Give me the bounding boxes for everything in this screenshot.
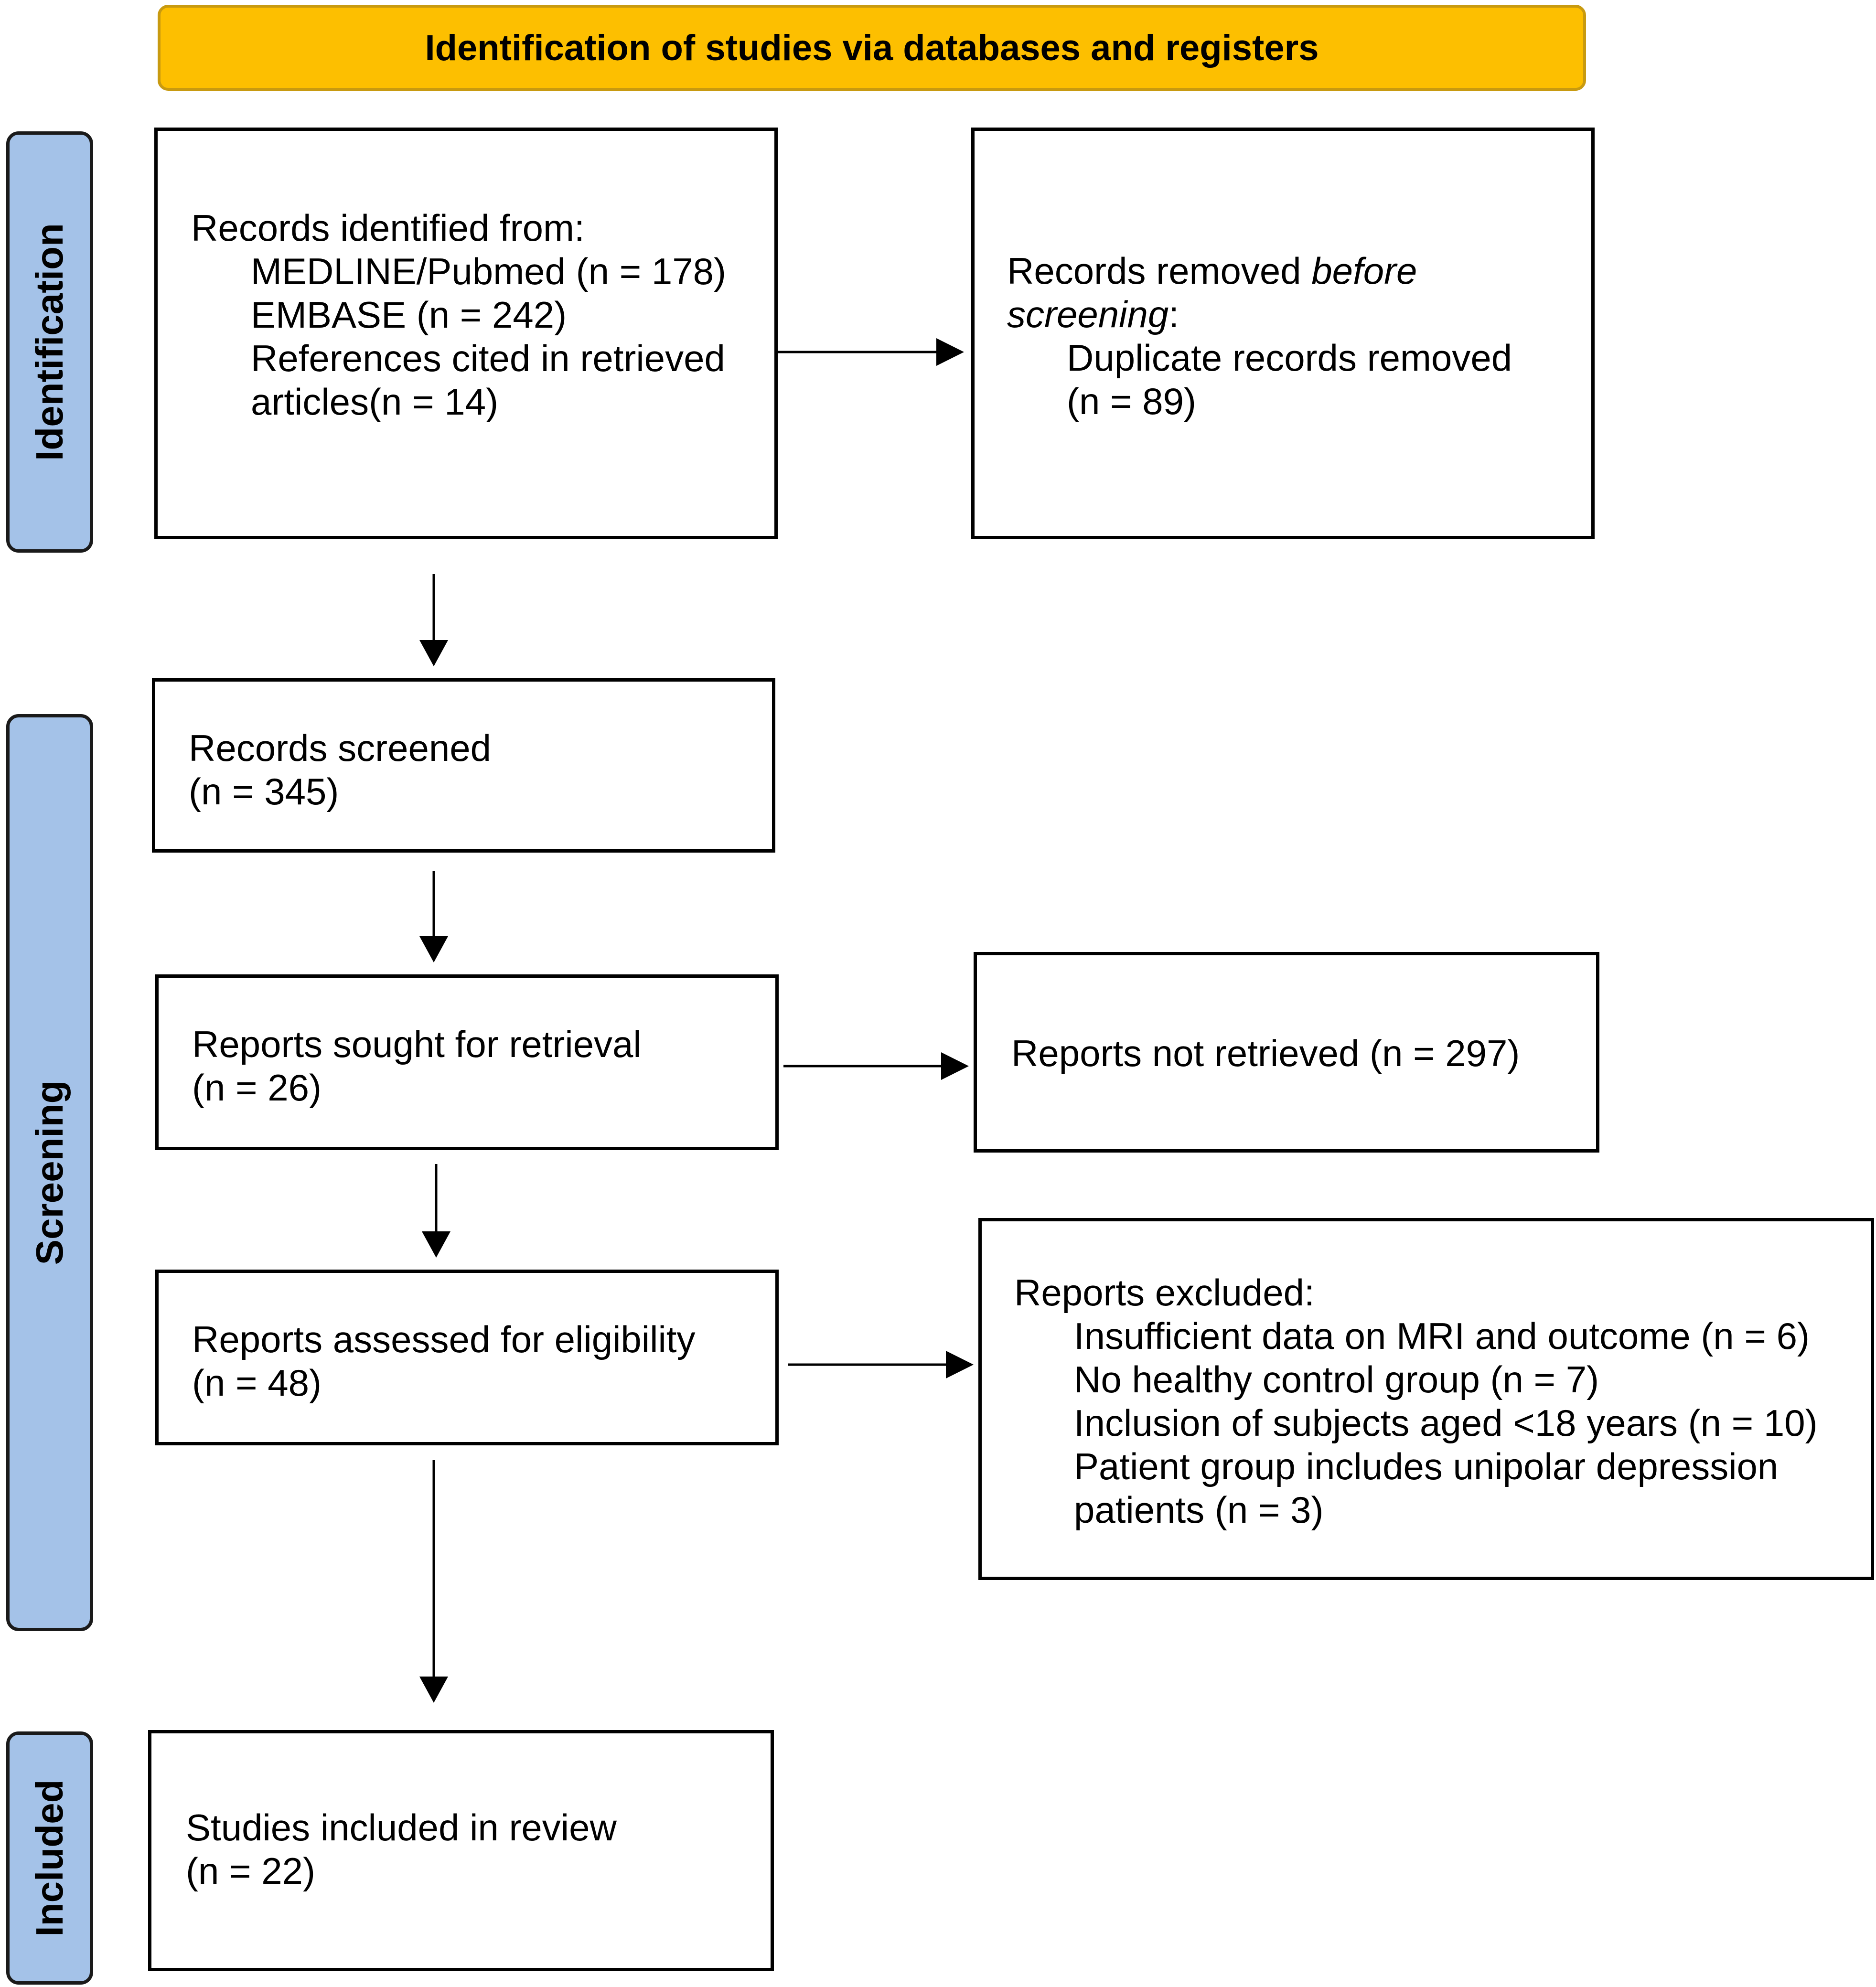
arrow-sought-to-not-retrieved-head — [941, 1052, 969, 1080]
records-identified-articles: articles(n = 14) — [251, 381, 499, 423]
phase-included: Included — [6, 1731, 93, 1985]
arrow-screened-to-sought-head — [419, 936, 448, 962]
studies-included-box: Studies included in review (n = 22) — [148, 1730, 774, 1971]
reports-assessed-box: Reports assessed for eligibility (n = 48… — [155, 1270, 779, 1445]
phase-screening: Screening — [6, 714, 93, 1631]
records-identified-medline: MEDLINE/Pubmed (n = 178) — [251, 250, 726, 292]
reports-excluded-reason-unipolar-cont: patients (n = 3) — [1074, 1489, 1324, 1531]
records-identified-references: References cited in retrieved — [251, 337, 725, 379]
reports-excluded-reason-control: No healthy control group (n = 7) — [1074, 1358, 1599, 1400]
arrow-assessed-to-excluded-head — [946, 1351, 974, 1378]
arrow-identified-to-removed-head — [936, 338, 964, 366]
arrow-sought-to-assessed-head — [422, 1231, 450, 1258]
records-removed-count: (n = 89) — [1067, 380, 1196, 422]
studies-included-count: (n = 22) — [186, 1850, 315, 1892]
records-removed-box: Records removed before screening: Duplic… — [971, 128, 1595, 539]
records-removed-heading-cont: screening: — [1007, 293, 1591, 336]
records-identified-box: Records identified from: MEDLINE/Pubmed … — [154, 128, 778, 539]
records-identified-heading: Records identified from: — [191, 207, 585, 249]
identification-header: Identification of studies via databases … — [158, 5, 1586, 91]
reports-sought-label: Reports sought for retrieval — [192, 1023, 642, 1065]
arrow-assessed-to-included-head — [419, 1677, 448, 1703]
reports-assessed-count: (n = 48) — [192, 1362, 322, 1404]
header-title: Identification of studies via databases … — [425, 27, 1319, 68]
records-removed-italic-screening: screening — [1007, 293, 1169, 335]
reports-sought-count: (n = 26) — [192, 1067, 322, 1109]
reports-assessed-label: Reports assessed for eligibility — [192, 1318, 696, 1360]
records-removed-prefix: Records removed — [1007, 250, 1312, 292]
arrow-identified-to-screened-head — [419, 640, 448, 666]
records-identified-embase: EMBASE (n = 242) — [251, 294, 567, 336]
reports-not-retrieved-box: Reports not retrieved (n = 297) — [974, 952, 1599, 1153]
reports-excluded-heading: Reports excluded: — [1014, 1271, 1315, 1314]
records-removed-duplicates: Duplicate records removed — [1067, 337, 1512, 379]
records-screened-label: Records screened — [189, 727, 491, 769]
reports-excluded-reason-age: Inclusion of subjects aged <18 years (n … — [1074, 1402, 1818, 1444]
reports-excluded-box: Reports excluded: Insufficient data on M… — [978, 1218, 1874, 1580]
records-removed-heading: Records removed before — [1007, 249, 1591, 293]
reports-excluded-reason-unipolar: Patient group includes unipolar depressi… — [1074, 1445, 1779, 1487]
reports-not-retrieved-label: Reports not retrieved (n = 297) — [1011, 1032, 1520, 1074]
records-screened-box: Records screened (n = 345) — [152, 678, 775, 853]
records-removed-suffix: : — [1168, 293, 1179, 335]
reports-excluded-reason-mri: Insufficient data on MRI and outcome (n … — [1074, 1315, 1810, 1357]
reports-sought-box: Reports sought for retrieval (n = 26) — [155, 974, 779, 1150]
records-removed-italic-before: before — [1311, 250, 1417, 292]
phase-identification: Identification — [6, 131, 93, 553]
studies-included-label: Studies included in review — [186, 1806, 617, 1848]
records-screened-count: (n = 345) — [189, 770, 339, 812]
